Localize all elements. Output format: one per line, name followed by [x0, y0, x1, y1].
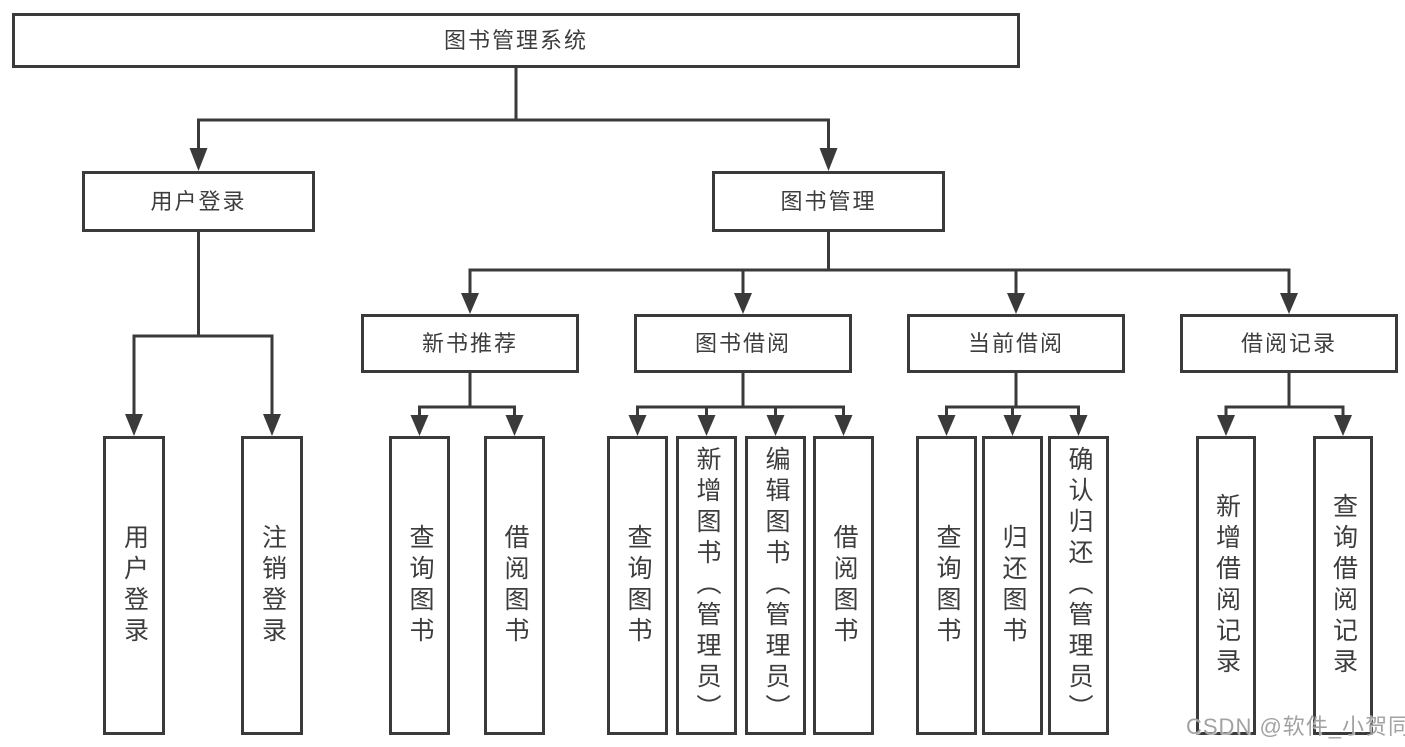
- node-new-book-recommend: 新书推荐: [361, 314, 579, 373]
- node-leaf-add-books-admin: 新增图书（管理员）: [676, 436, 737, 735]
- connector-borrowing-records-to-leaves: [1217, 371, 1352, 436]
- node-borrowing-records: 借阅记录: [1180, 314, 1398, 373]
- node-leaf-edit-books-admin: 编辑图书（管理员）: [745, 436, 806, 735]
- connector-book-management-to-level3: [461, 230, 1298, 314]
- node-book-management: 图书管理: [712, 171, 945, 232]
- node-leaf-return-books: 归还图书: [982, 436, 1043, 735]
- node-leaf-logout: 注销登录: [241, 436, 303, 735]
- connector-book-borrowing-to-leaves: [628, 371, 853, 436]
- node-root-library-management-system: 图书管理系统: [12, 13, 1020, 68]
- node-leaf-query-books-recommend: 查询图书: [389, 436, 450, 735]
- node-leaf-query-borrow-record: 查询借阅记录: [1313, 436, 1373, 735]
- connector-new-book-recommend-to-leaves: [410, 371, 524, 436]
- node-leaf-query-books-current: 查询图书: [916, 436, 977, 735]
- connector-user-login-to-leaves: [125, 230, 281, 436]
- node-user-login: 用户登录: [82, 171, 315, 232]
- node-leaf-user-login: 用户登录: [103, 436, 165, 735]
- node-leaf-add-borrow-record: 新增借阅记录: [1196, 436, 1256, 735]
- node-leaf-borrow-books: 借阅图书: [813, 436, 874, 735]
- node-leaf-borrow-books-recommend: 借阅图书: [484, 436, 545, 735]
- csdn-watermark: CSDN @软件_小贺同学: [1186, 714, 1405, 739]
- connector-root-to-level2: [189, 66, 838, 171]
- node-leaf-confirm-return-admin: 确认归还（管理员）: [1048, 436, 1109, 735]
- connector-current-borrowing-to-leaves: [937, 371, 1088, 436]
- node-book-borrowing: 图书借阅: [634, 314, 852, 373]
- node-leaf-query-books-borrowing: 查询图书: [607, 436, 668, 735]
- node-current-borrowing: 当前借阅: [907, 314, 1125, 373]
